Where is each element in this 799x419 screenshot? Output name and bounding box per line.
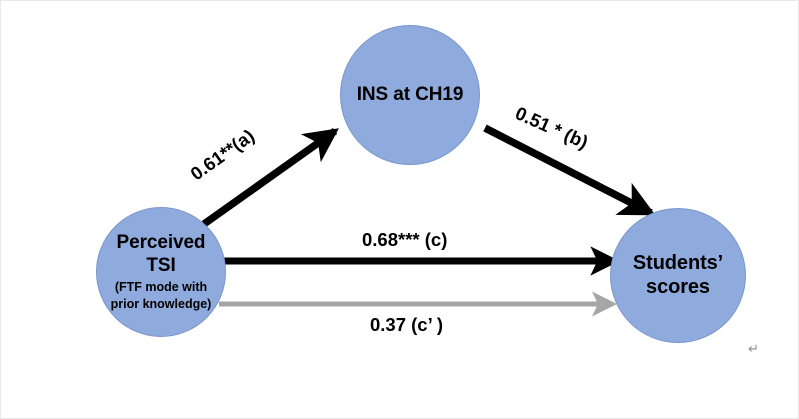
node-predictor-perceived-tsi: Perceived TSI (FTF mode with prior knowl… — [96, 207, 226, 337]
node-outcome-label-line1: Students’ — [632, 251, 724, 274]
path-b-arrow — [483, 124, 656, 217]
node-mediator-ins: INS at CH19 — [340, 25, 480, 165]
node-mediator-label: INS at CH19 — [356, 83, 464, 105]
path-a-arrow — [201, 127, 339, 228]
node-outcome-students-scores: Students’ scores — [610, 208, 746, 343]
path-c-label: 0.68*** (c) — [362, 229, 448, 250]
node-outcome-label-line2: scores — [646, 275, 710, 298]
paragraph-return-mark: ↵ — [748, 341, 759, 356]
node-predictor-label-line1: Perceived — [116, 232, 206, 254]
path-c-prime-label: 0.37 (c’ ) — [370, 314, 444, 335]
node-predictor-label-line2: TSI — [146, 254, 176, 276]
node-predictor-sublabel-line2: prior knowledge) — [110, 297, 212, 312]
node-predictor-sublabel-line1: (FTF mode with — [114, 279, 208, 294]
